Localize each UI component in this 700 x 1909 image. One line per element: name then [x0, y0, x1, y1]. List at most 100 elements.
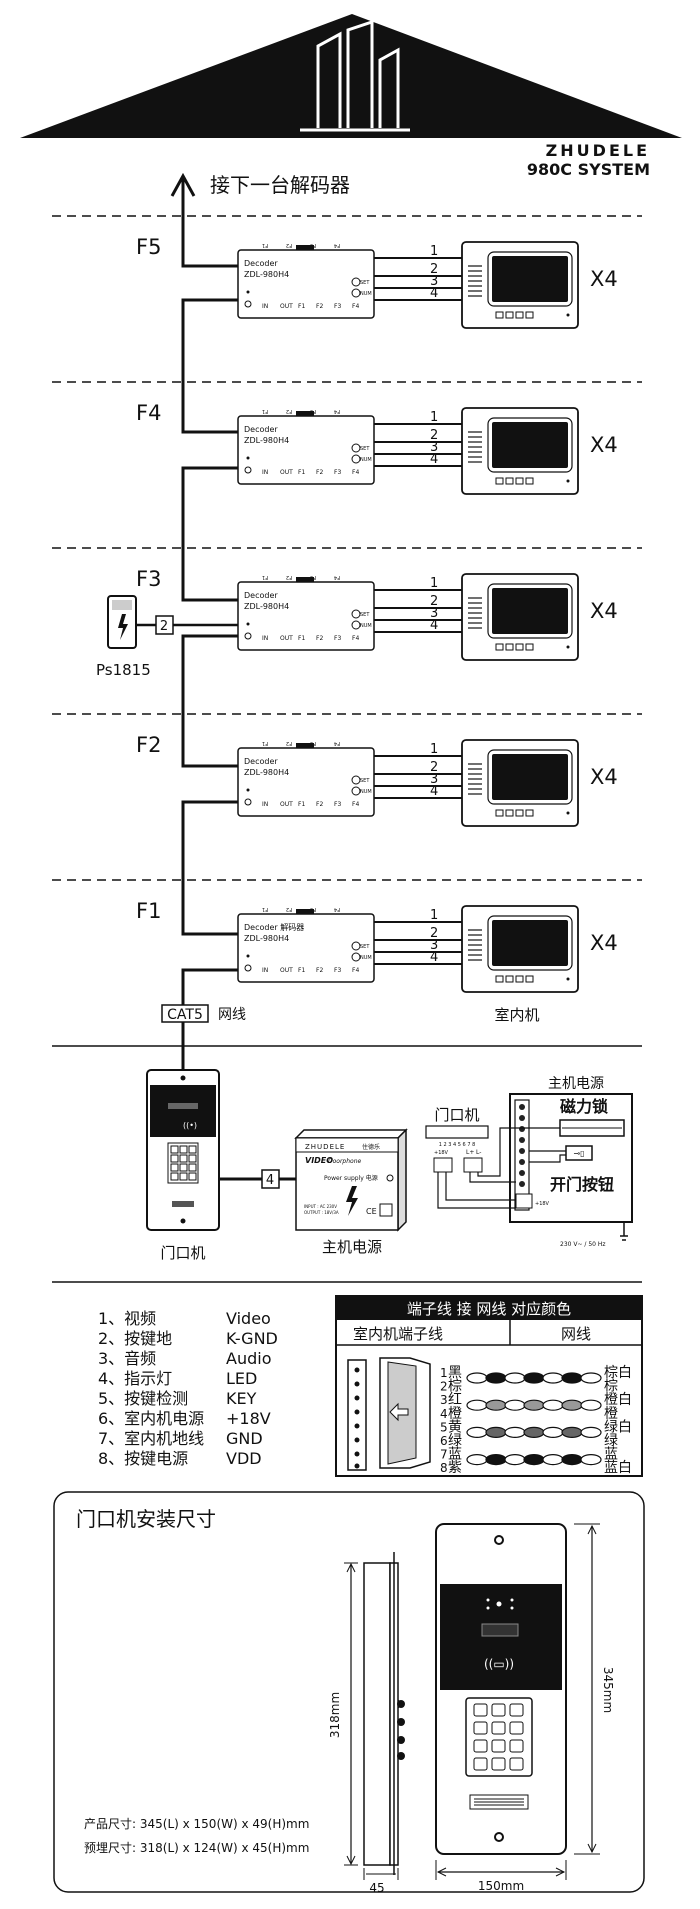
monitor-screen [492, 256, 568, 302]
monitor-key [515, 975, 524, 983]
monitor-led [566, 645, 570, 649]
power-brand-cn: 住德乐 [362, 1143, 380, 1151]
decoder-connector [296, 909, 314, 914]
pin-item-en: LED [226, 1369, 257, 1388]
power-lightning-icon [346, 1186, 358, 1216]
decoder-bottom-port: F4 [352, 801, 359, 808]
decoder-title: Decoder [244, 259, 278, 268]
wire-color: 绿 [448, 1433, 462, 1449]
decoder-bottom-port: F2 [316, 635, 323, 642]
dim-depth: 45 [369, 1881, 384, 1895]
decoder-model: ZDL-980H4 [244, 436, 289, 445]
install-title: 门口机安装尺寸 [76, 1507, 216, 1531]
pin-item-cn: 5、按键检测 [98, 1389, 188, 1408]
monitor-key [505, 975, 514, 983]
num-button [351, 786, 361, 796]
decoder-top-port: F4 [334, 740, 340, 746]
wire-color: 蓝 [448, 1447, 462, 1463]
next-decoder-label: 接下一台解码器 [210, 173, 350, 197]
decoder-bottom-port: F3 [334, 469, 341, 476]
net-color: 橙 [604, 1406, 618, 1422]
num-button [351, 620, 361, 630]
power-ce: CE [366, 1207, 377, 1216]
main-power-unit: 4 ZHUDELE 住德乐 VIDEO Doorphone Power supp… [219, 1128, 408, 1256]
door-unit-label: 门口机 [160, 1244, 205, 1262]
decoder-led [246, 622, 250, 626]
pin-item-cn: 7、室内机地线 [98, 1429, 204, 1448]
pin-item-cn: 2、按键地 [98, 1329, 172, 1348]
wire-number: 4 [430, 452, 438, 467]
monitor-key [505, 809, 514, 817]
wire-number: 3 [430, 772, 438, 787]
monitor-key [505, 311, 514, 319]
twisted-pair [542, 1426, 564, 1439]
monitor-key [495, 975, 504, 983]
power-input: INPUT : AC 230V [304, 1204, 337, 1209]
decoder-bottom-port: F4 [352, 303, 359, 310]
keypad-key [473, 1757, 488, 1771]
decoder-bottom-port: IN [262, 303, 268, 310]
twisted-pair [561, 1399, 583, 1411]
wire-pin: 4 [440, 1407, 448, 1421]
decoder-bottom-port: F4 [352, 967, 359, 974]
wire-number: 3 [430, 274, 438, 289]
twisted-pair [504, 1426, 526, 1439]
pin-item-cn: 8、按键电源 [98, 1449, 188, 1468]
monitor-key [515, 311, 524, 319]
monitor-led [566, 811, 570, 815]
wire-number: 4 [430, 950, 438, 965]
wire-color: 紫 [448, 1460, 462, 1476]
keypad-key [473, 1703, 488, 1717]
wire-pin: 2 [440, 1380, 448, 1394]
decoder-bottom-port: F1 [298, 303, 305, 310]
color-col-left: 室内机端子线 [353, 1325, 443, 1343]
monitor-key [525, 975, 534, 983]
pin-item-en: +18V [226, 1409, 271, 1428]
monitor-key [495, 477, 504, 485]
decoder-model: ZDL-980H4 [244, 768, 289, 777]
monitor-count: X4 [590, 765, 618, 789]
door-lminus: L- [476, 1149, 481, 1156]
decoder-top-port: F4 [334, 242, 340, 248]
decoder-power-icon [244, 798, 252, 806]
decoder-bottom-port: IN [262, 635, 268, 642]
decoder-bottom-port: OUT [280, 469, 293, 476]
cat5-tag: CAT5 [167, 1007, 203, 1023]
wire-number: 1 [430, 742, 438, 757]
keypad-key [491, 1739, 506, 1753]
decoder-connector [296, 411, 314, 416]
door-unit: ((•) 门口机 [146, 1069, 220, 1262]
twisted-pair [580, 1399, 602, 1411]
decoder-bottom-port: OUT [280, 303, 293, 310]
monitor-screen [492, 422, 568, 468]
system-name: 980C SYSTEM [527, 160, 650, 179]
brand-name: ZHUDELE [546, 141, 650, 160]
num-label: NUM [360, 955, 372, 961]
ps-label: Ps1815 [96, 661, 151, 679]
wire-number: 1 [430, 410, 438, 425]
monitor-key [505, 477, 514, 485]
net-color: 棕 [604, 1379, 618, 1395]
decoder-top-port: F2 [286, 408, 292, 414]
keypad-key [491, 1703, 506, 1717]
twisted-pair [485, 1426, 507, 1439]
keypad-key [509, 1703, 524, 1717]
set-label: SET [360, 280, 370, 286]
decoder-power-icon [244, 632, 252, 640]
decoder-title: Decoder [244, 425, 278, 434]
keypad-key [509, 1739, 524, 1753]
monitor-led [566, 977, 570, 981]
decoder-bottom-port: F3 [334, 635, 341, 642]
twisted-pair [580, 1453, 602, 1466]
decoder-model: ZDL-980H4 [244, 602, 289, 611]
wire-number: 1 [430, 908, 438, 923]
front-view: ((▭)) 345mm 150mm [435, 1523, 615, 1893]
decoder-model: ZDL-980H4 [244, 934, 289, 943]
lock-panel-main-power: 主机电源 [548, 1076, 604, 1092]
keypad-icon [167, 1142, 199, 1184]
twisted-pair [561, 1453, 583, 1466]
mains-label: 230 V~ / 50 Hz [560, 1241, 606, 1248]
floor-label: F5 [136, 235, 161, 259]
